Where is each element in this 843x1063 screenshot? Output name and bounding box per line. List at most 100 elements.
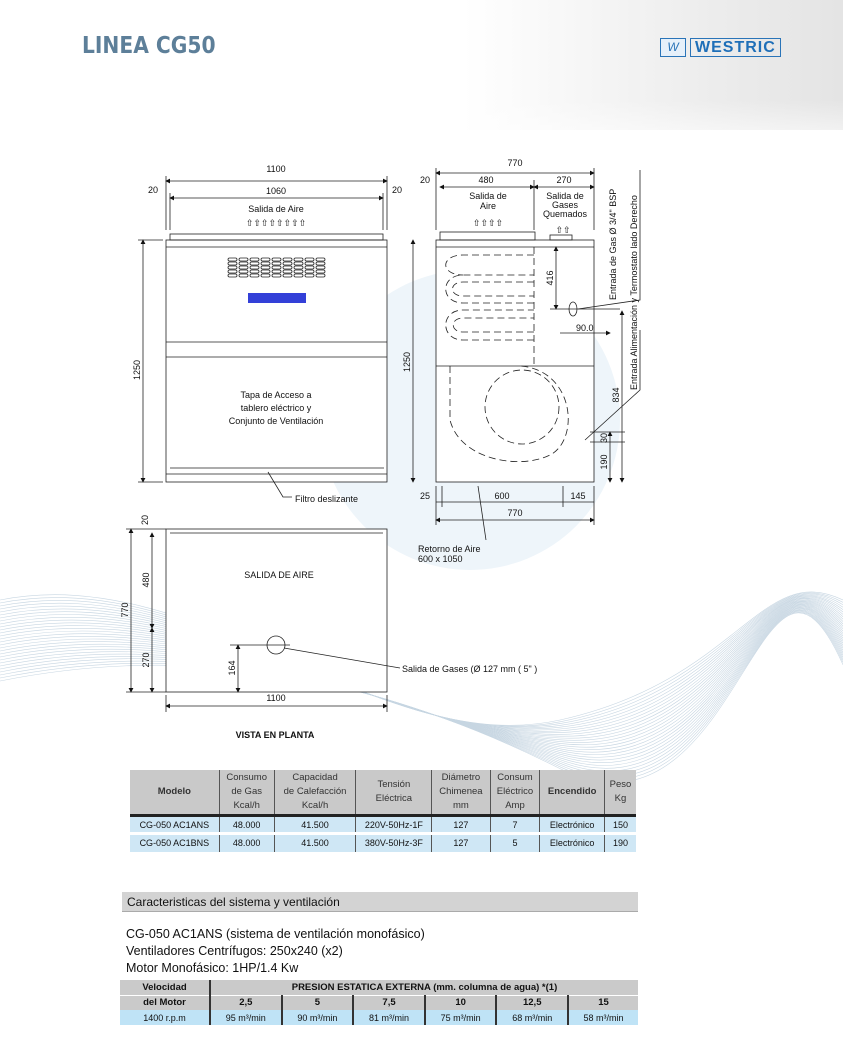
plan-air-out: SALIDA DE AIRE (244, 570, 314, 580)
table-cell: 150 (603, 815, 636, 835)
dim-side-height: 1250 (402, 352, 412, 372)
plan-gas-out: Salida de Gases (Ø 127 mm ( 5" ) (402, 664, 537, 674)
dim-front-left: 20 (148, 185, 158, 195)
access-label-3: Conjunto de Ventilación (229, 416, 324, 426)
return-air-2: 600 x 1050 (418, 554, 463, 564)
table-cell: 127 (431, 833, 491, 852)
speed-label: del Motor (120, 994, 210, 1010)
dim-front-inner: 1060 (266, 186, 286, 196)
column-header: Modelo (130, 770, 220, 816)
dim-front-right: 20 (392, 185, 402, 195)
flow-value: 95 m³/min (209, 1010, 282, 1025)
dim-side-gas: 270 (556, 175, 571, 185)
dim-bottom-right: 145 (570, 491, 585, 501)
table-cell: 220V-50Hz-1F (355, 815, 432, 835)
speed-label: Velocidad (120, 980, 210, 995)
dim-plan-164: 164 (227, 660, 237, 675)
dim-bottom-left: 25 (420, 491, 430, 501)
header-line: Modelo (157, 786, 191, 797)
flow-value: 68 m³/min (495, 1010, 569, 1025)
pressure-value: 12,5 (495, 994, 569, 1010)
dim-bottom-total: 770 (507, 508, 522, 518)
column-header: Encendido (539, 770, 605, 816)
dim-plan-width: 1100 (266, 693, 285, 703)
system-description: CG-050 AC1ANS (sistema de ventilación mo… (126, 926, 425, 977)
technical-drawing: 1100 1060 20 20 Salida de Aire ⇧⇧⇧⇧⇧⇧⇧⇧ … (120, 158, 641, 740)
table-cell: 41.500 (273, 833, 356, 852)
header-line: Eléctrica (375, 793, 413, 804)
header-line: Kg (614, 793, 627, 804)
dim-front-height: 1250 (132, 360, 142, 380)
desc-line: CG-050 AC1ANS (sistema de ventilación mo… (126, 927, 425, 941)
speed-value: 1400 r.p.m (120, 1010, 210, 1025)
dim-90: 90.0 (576, 323, 594, 333)
flow-value: 58 m³/min (567, 1010, 638, 1025)
table-cell: 127 (431, 815, 491, 835)
table-cell: 7 (489, 815, 540, 835)
dim-190: 190 (599, 454, 609, 469)
dim-416: 416 (545, 270, 555, 285)
pressure-value: 15 (567, 994, 638, 1010)
side-gas-3: Quemados (543, 209, 588, 219)
westric-logo: W WESTRIC (660, 38, 781, 57)
header-line: Encendido (547, 786, 597, 797)
header-line: Capacidad (292, 772, 338, 783)
access-label-2: tablero eléctrico y (241, 403, 312, 413)
front-air-out-label: Salida de Aire (248, 204, 304, 214)
plan-caption: VISTA EN PLANTA (236, 730, 315, 740)
dim-plan-480: 480 (141, 572, 151, 587)
desc-line: Motor Monofásico: 1HP/1.4 Kw (126, 961, 299, 975)
side-gas-2: Gases (552, 200, 579, 210)
section-header: Caracteristicas del sistema y ventilació… (122, 892, 638, 912)
dim-plan-770: 770 (120, 602, 130, 617)
side-air-1: Salida de (469, 191, 507, 201)
side-gas-1: Salida de (546, 191, 584, 201)
display-panel (248, 293, 306, 303)
header-line: Consumo (226, 772, 267, 783)
header-line: Amp (505, 800, 525, 811)
pressure-value: 7,5 (352, 994, 425, 1010)
table-cell: 41.500 (273, 815, 356, 835)
header-line: mm (453, 800, 469, 811)
logo-mark-icon: W (660, 38, 686, 57)
table-cell: CG-050 AC1BNS (130, 833, 220, 852)
pressure-header: PRESION ESTATICA EXTERNA (mm. columna de… (209, 980, 638, 995)
dim-side-margin: 20 (420, 175, 430, 185)
flow-value: 90 m³/min (280, 1010, 354, 1025)
pressure-value: 10 (423, 994, 497, 1010)
desc-line: Ventiladores Centrífugos: 250x240 (x2) (126, 944, 343, 958)
header-line: de Calefacción (283, 786, 347, 797)
dim-bottom-mid: 600 (494, 491, 509, 501)
header-line: Tensión (377, 779, 411, 790)
table-cell: 48.000 (218, 833, 275, 852)
header-line: Kcal/h (301, 800, 329, 811)
header-line: Kcal/h (233, 800, 260, 811)
table-cell: 48.000 (218, 815, 275, 835)
page-title: LINEA CG50 (82, 33, 216, 59)
header-line: de Gas (231, 786, 262, 797)
header-fade (0, 100, 843, 160)
flow-value: 81 m³/min (352, 1010, 425, 1025)
table-cell: 380V-50Hz-3F (355, 833, 432, 852)
arrow-up-icons: ⇧⇧⇧⇧⇧⇧⇧⇧ (246, 218, 306, 228)
dim-plan-top: 20 (140, 515, 150, 525)
arrow-up-icons: ⇧⇧⇧⇧ (473, 218, 503, 228)
header-line: Peso (609, 779, 632, 790)
access-label-1: Tapa de Acceso a (240, 390, 311, 400)
filter-label: Filtro deslizante (295, 494, 358, 504)
power-inlet-label: Entrada Alimentación y Termostato lado D… (629, 195, 639, 390)
dim-30: 30 (599, 433, 609, 443)
header-line: Consum (497, 772, 533, 783)
table-cell: 5 (489, 833, 540, 852)
